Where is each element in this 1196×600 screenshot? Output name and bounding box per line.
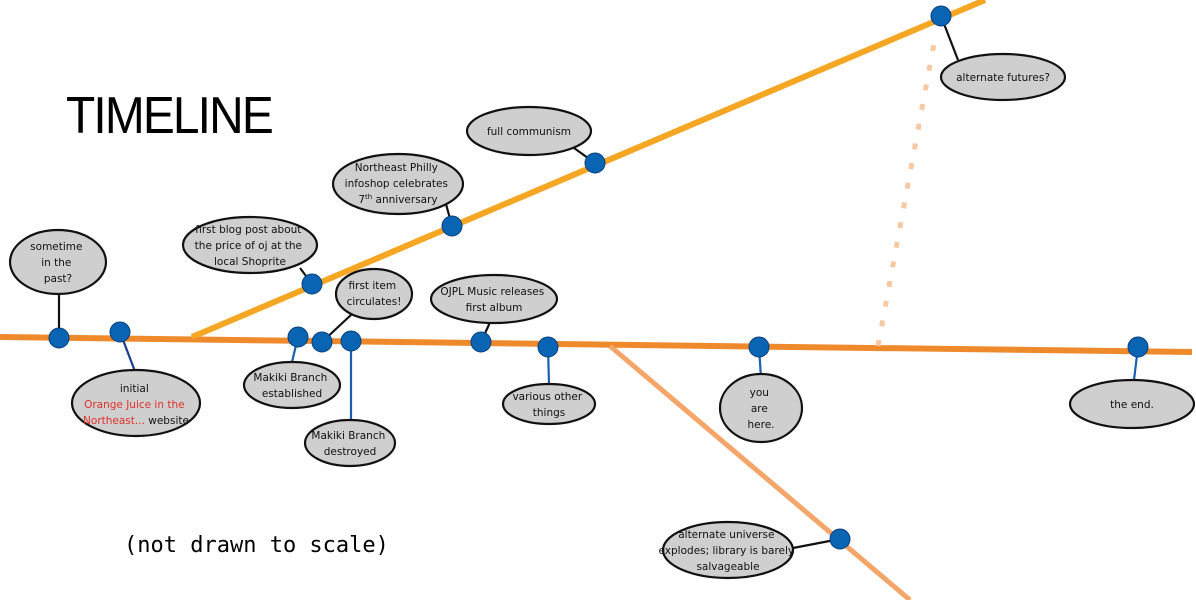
- bubble-initial-site: [70, 368, 202, 438]
- label-blog-post: first blog post about the price of oj at…: [195, 224, 306, 268]
- label-first-item: first item circulates!: [347, 280, 402, 308]
- main-timeline-line: [0, 334, 1193, 355]
- label-you-are-here: you are here.: [748, 387, 775, 431]
- bubble-ojpl-music: [429, 273, 559, 325]
- node-alternate-futures: [930, 5, 952, 27]
- label-makiki-destroyed: Makiki Branch destroyed: [311, 430, 388, 458]
- initial-site-highlight-2: Northeast...: [83, 415, 145, 427]
- bubble-you-are-here: [718, 372, 804, 444]
- node-makiki-destroyed: [340, 330, 362, 352]
- node-initial-site: [109, 321, 131, 343]
- bubble-various: [501, 382, 597, 426]
- node-various: [537, 336, 559, 358]
- label-sometime: sometime in the past?: [30, 241, 86, 285]
- bubble-sometime: [8, 228, 108, 296]
- page-title: TIMELINE: [66, 87, 274, 145]
- node-makiki-established: [287, 326, 309, 348]
- label-various: various other things: [512, 391, 585, 419]
- node-ojpl-music: [470, 331, 492, 353]
- initial-site-highlight-1: Orange Juice in the: [84, 399, 185, 411]
- label-makiki-established: Makiki Branch established: [253, 372, 330, 400]
- bubble-alternate-futures: [939, 52, 1067, 102]
- bubble-blog-post: [181, 215, 319, 275]
- node-the-end: [1127, 336, 1149, 358]
- bubble-first-item: [334, 267, 414, 321]
- label-anniversary: Northeast Philly infoshop celebrates 7th…: [345, 162, 452, 206]
- node-blog-post: [301, 273, 323, 295]
- bubbles: [8, 52, 1196, 580]
- bubble-makiki-established: [242, 360, 342, 410]
- bubble-the-end: [1068, 378, 1196, 430]
- node-first-item: [311, 331, 333, 353]
- label-alternate-futures: alternate futures?: [956, 72, 1050, 84]
- node-you-are-here: [748, 336, 770, 358]
- dotted-branch-line: [875, 37, 938, 347]
- nodes: [48, 5, 1149, 550]
- label-full-communism: full communism: [487, 126, 571, 138]
- lower-branch-line: [608, 344, 912, 600]
- node-anniversary: [441, 215, 463, 237]
- bubble-full-communism: [465, 105, 593, 157]
- label-alt-universe: alternate universe explodes; library is …: [659, 529, 798, 573]
- node-full-communism: [584, 152, 606, 174]
- node-sometime: [48, 327, 70, 349]
- scale-note: (not drawn to scale): [124, 533, 389, 558]
- bubble-makiki-destroyed: [303, 418, 397, 468]
- label-ojpl-music: OJPL Music releases first album: [440, 286, 547, 314]
- node-alt-universe: [829, 528, 851, 550]
- bubble-alt-universe: [661, 520, 795, 580]
- label-the-end: the end.: [1110, 399, 1154, 411]
- label-initial-site: initial Orange Juice in the Northeast...…: [83, 383, 189, 427]
- bubble-anniversary: [331, 152, 465, 216]
